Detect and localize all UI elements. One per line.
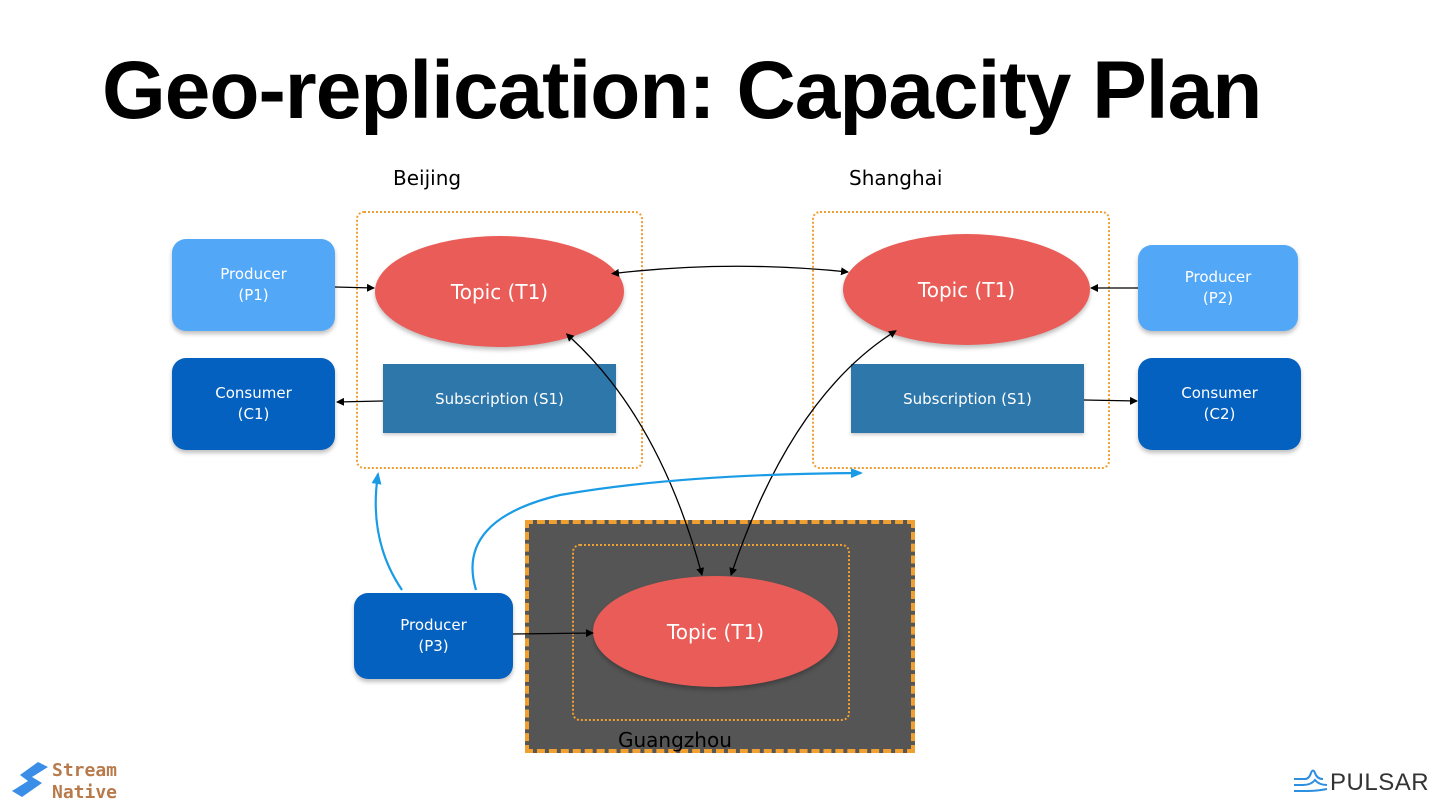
consumer-c2-line1: Consumer	[1181, 384, 1258, 402]
subscription-beijing[interactable]: Subscription (S1)	[383, 364, 616, 433]
pulsar-logo-text: PULSAR	[1330, 769, 1430, 796]
subscription-shanghai[interactable]: Subscription (S1)	[851, 364, 1084, 433]
producer-p3-line1: Producer	[400, 616, 467, 634]
topic-shanghai[interactable]: Topic (T1)	[843, 234, 1090, 345]
consumer-c2[interactable]: Consumer (C2)	[1138, 358, 1301, 450]
region-label-guangzhou: Guangzhou	[618, 728, 732, 752]
producer-p3[interactable]: Producer (P3)	[354, 593, 513, 679]
consumer-c2-line2: (C2)	[1203, 405, 1236, 423]
region-label-beijing: Beijing	[393, 166, 462, 190]
streamnative-line2: Native	[52, 782, 118, 803]
topic-beijing[interactable]: Topic (T1)	[375, 236, 624, 347]
producer-p1[interactable]: Producer (P1)	[172, 239, 335, 331]
producer-p2-line2: (P2)	[1202, 289, 1234, 307]
producer-p3-line2: (P3)	[418, 637, 449, 655]
streamnative-logo-icon	[12, 762, 48, 797]
producer-p1-line2: (P1)	[238, 286, 269, 304]
producer-p1-line1: Producer	[220, 265, 287, 283]
consumer-c1-line2: (C1)	[237, 405, 270, 423]
region-label-shanghai: Shanghai	[849, 166, 943, 190]
slide-title: Geo-replication: Capacity Plan	[102, 45, 1262, 136]
arrow-p3-to-beijing	[371, 472, 403, 591]
consumer-c1[interactable]: Consumer (C1)	[172, 358, 335, 450]
consumer-c1-line1: Consumer	[215, 384, 292, 402]
streamnative-line1: Stream	[52, 760, 118, 781]
producer-p2-line1: Producer	[1184, 268, 1252, 286]
streamnative-logo-text: Stream Native	[52, 760, 117, 804]
topic-guangzhou[interactable]: Topic (T1)	[593, 576, 838, 687]
producer-p2[interactable]: Producer (P2)	[1138, 245, 1298, 331]
pulsar-logo-icon	[1294, 769, 1328, 792]
